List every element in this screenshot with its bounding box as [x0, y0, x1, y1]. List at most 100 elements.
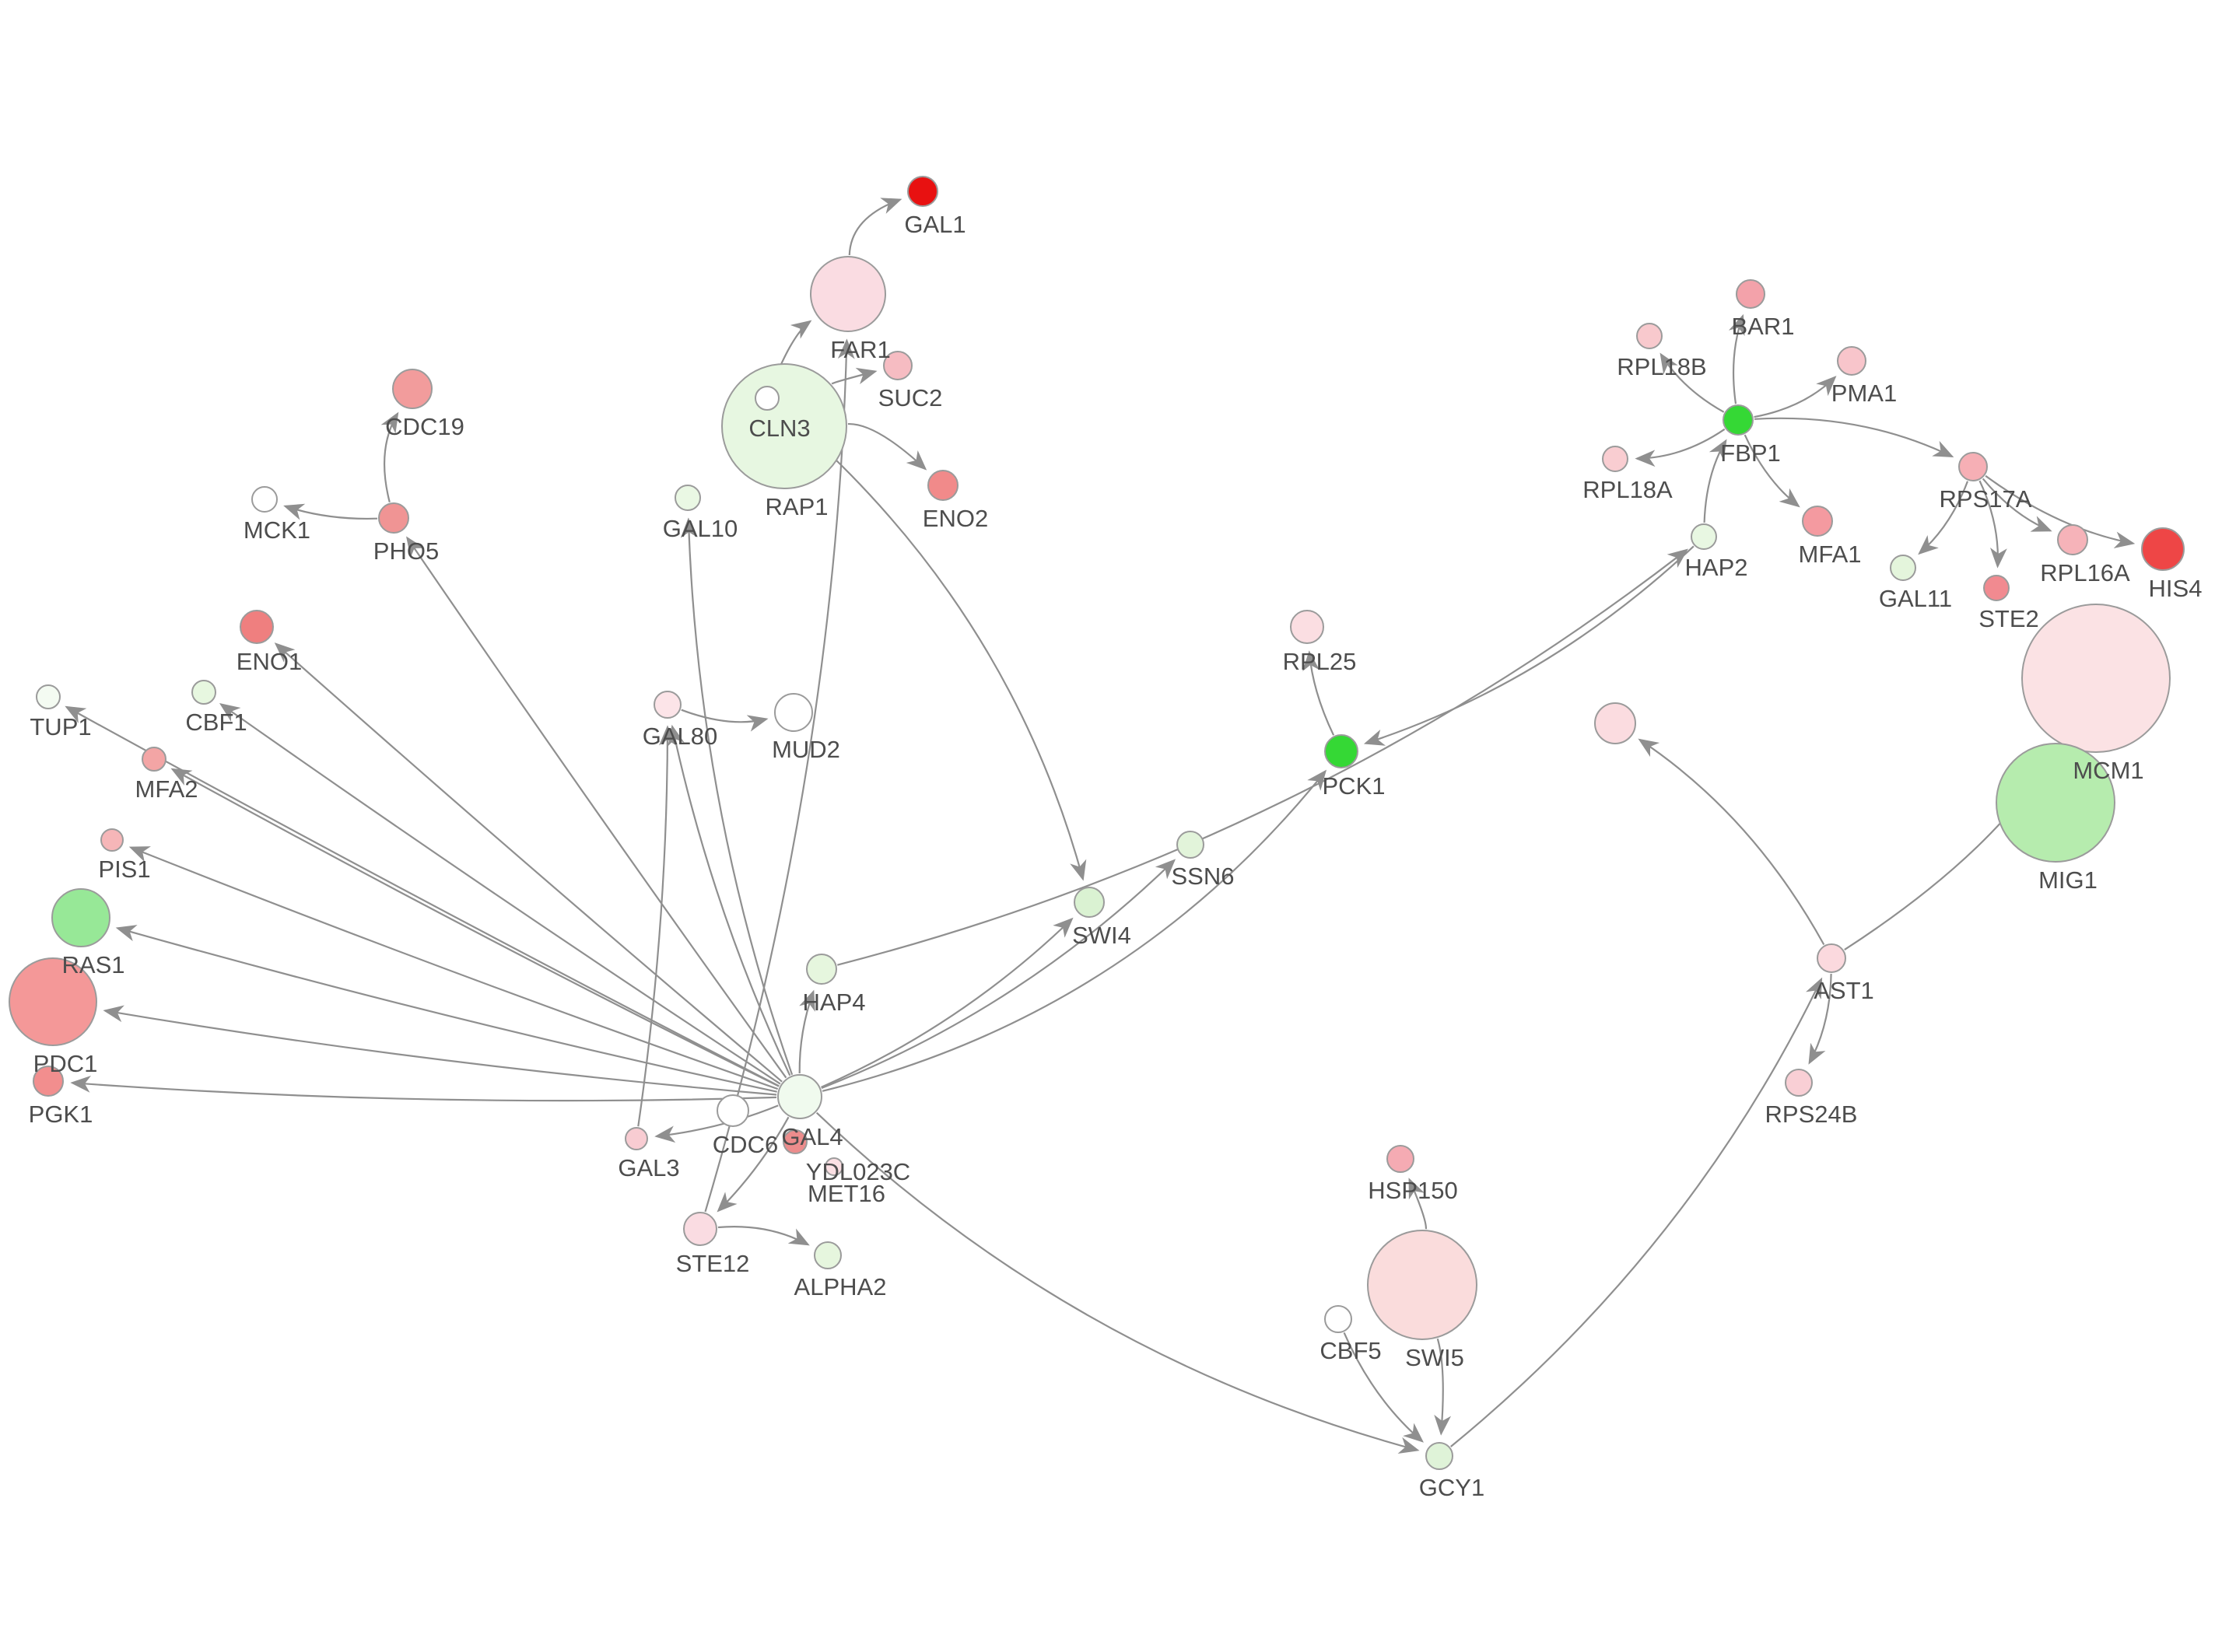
node-rap1[interactable] — [721, 363, 847, 489]
node-ste2[interactable] — [1983, 575, 2010, 601]
node-mud2[interactable] — [774, 693, 813, 732]
node-tup1[interactable] — [36, 684, 61, 709]
node-cbf5[interactable] — [1324, 1305, 1352, 1333]
node-gcy1[interactable] — [1425, 1442, 1453, 1470]
edge-GAL4-PGK1[interactable] — [70, 1076, 777, 1102]
edge-FBP1-MFA1[interactable] — [1744, 434, 1800, 508]
edge-HAP2-PCK1[interactable] — [1363, 545, 1695, 746]
node-mck1[interactable] — [251, 486, 278, 513]
node-gal11[interactable] — [1890, 555, 1916, 581]
node-pck1[interactable] — [1324, 734, 1358, 768]
edge-PCK1-RPL25[interactable] — [1302, 650, 1335, 736]
edge-RPS17A-STE2[interactable] — [1978, 480, 2007, 569]
node-hap2[interactable] — [1691, 523, 1717, 550]
node-rps17a[interactable] — [1958, 452, 1988, 481]
node-ydl023c[interactable] — [783, 1129, 808, 1154]
node-ras1[interactable] — [51, 888, 110, 947]
edge-GAL4-GCY1[interactable] — [815, 1111, 1420, 1454]
node-mig1[interactable] — [1996, 743, 2115, 863]
edge-GAL4-HAP4[interactable] — [798, 989, 815, 1074]
node-cdc6[interactable] — [717, 1094, 749, 1127]
node-swi4[interactable] — [1074, 887, 1105, 918]
node-mcm1[interactable] — [2021, 604, 2171, 753]
edge-GAL4-PIS1[interactable] — [128, 846, 779, 1090]
edge-GAL4-ENO1[interactable] — [274, 642, 783, 1083]
edge-RPS17A-GAL11[interactable] — [1918, 481, 1969, 555]
edge-GAL4-SWI4[interactable] — [821, 917, 1074, 1088]
node-unnamed1[interactable] — [1594, 702, 1636, 744]
edge-AST1-RPS24B[interactable] — [1808, 973, 1832, 1065]
node-pdc1[interactable] — [9, 957, 97, 1046]
node-pis1[interactable] — [100, 828, 124, 852]
edge-GAL4-CBF1[interactable] — [219, 703, 781, 1085]
node-rps24b[interactable] — [1785, 1069, 1813, 1097]
edge-CBF5-GCY1[interactable] — [1343, 1332, 1424, 1443]
node-met16[interactable] — [825, 1157, 843, 1176]
edge-FBP1-RPL18B[interactable] — [1659, 352, 1725, 413]
node-ssn6[interactable] — [1176, 831, 1204, 859]
edge-GAL4-PHO5[interactable] — [406, 536, 787, 1079]
edge-GAL4-GAL10[interactable] — [680, 517, 794, 1076]
node-rpl18b[interactable] — [1636, 323, 1663, 349]
node-rpl16a[interactable] — [2057, 524, 2088, 555]
node-hap4[interactable] — [806, 954, 837, 985]
edge-STE12-FAR1[interactable] — [704, 338, 855, 1213]
edge-GAL4-GAL80[interactable] — [668, 724, 791, 1076]
edge-RAP1-SUC2[interactable] — [831, 367, 878, 385]
node-hsp150[interactable] — [1386, 1145, 1414, 1173]
node-fbp1[interactable] — [1723, 404, 1754, 436]
node-pma1[interactable] — [1837, 346, 1866, 376]
node-gal10[interactable] — [675, 485, 701, 511]
edge-CLN3-SWI4[interactable] — [776, 406, 1087, 881]
node-bar1[interactable] — [1736, 279, 1765, 309]
edge-RPS17A-HIS4[interactable] — [1985, 474, 2136, 549]
edge-GAL4-SSN6[interactable] — [821, 859, 1176, 1090]
edge-FBP1-RPS17A[interactable] — [1754, 417, 1954, 458]
node-pgk1[interactable] — [33, 1066, 64, 1097]
edge-GAL3-GAL80[interactable] — [637, 725, 676, 1127]
edge-RPS17A-RPL16A[interactable] — [1982, 478, 2052, 532]
edge-GCY1-AST1[interactable] — [1450, 977, 1823, 1447]
edge-AST1-UNNAMED1[interactable] — [1638, 738, 1825, 946]
node-alpha2[interactable] — [814, 1241, 842, 1269]
node-mfa2[interactable] — [142, 747, 166, 772]
node-gal1[interactable] — [907, 176, 938, 207]
edge-GAL4-PCK1[interactable] — [822, 769, 1327, 1092]
node-gal4[interactable] — [777, 1074, 822, 1119]
node-far1[interactable] — [810, 256, 886, 332]
edge-FBP1-PMA1[interactable] — [1754, 376, 1837, 418]
edge-GAL4-STE12[interactable] — [717, 1116, 790, 1213]
edge-PHO5-CDC19[interactable] — [380, 411, 399, 502]
node-mfa1[interactable] — [1802, 506, 1833, 537]
edge-SWI5-HSP150[interactable] — [1408, 1178, 1428, 1230]
node-swi5[interactable] — [1367, 1230, 1477, 1340]
node-suc2[interactable] — [883, 351, 913, 380]
node-gal80[interactable] — [654, 691, 682, 719]
edge-SWI5-GCY1[interactable] — [1434, 1338, 1452, 1436]
edge-GAL80-MUD2[interactable] — [681, 709, 769, 732]
edge-FBP1-RPL18A[interactable] — [1635, 428, 1726, 467]
edge-GAL4-PDC1[interactable] — [103, 1005, 777, 1096]
node-gal3[interactable] — [625, 1127, 648, 1150]
node-eno1[interactable] — [240, 610, 274, 644]
edge-RAP1-ENO2[interactable] — [847, 422, 927, 471]
edge-FBP1-BAR1[interactable] — [1728, 313, 1745, 404]
node-cbf1[interactable] — [191, 680, 216, 705]
edge-GAL4-MFA2[interactable] — [170, 768, 780, 1087]
node-pho5[interactable] — [378, 502, 409, 534]
edge-PHO5-MCK1[interactable] — [283, 503, 378, 520]
node-his4[interactable] — [2141, 527, 2185, 571]
edge-FAR1-GAL1[interactable] — [848, 198, 902, 256]
edge-GAL4-RAS1[interactable] — [115, 925, 777, 1093]
node-rpl25[interactable] — [1290, 610, 1324, 644]
edge-STE12-ALPHA2[interactable] — [717, 1225, 810, 1246]
node-ast1[interactable] — [1817, 943, 1846, 973]
node-rpl18a[interactable] — [1602, 446, 1628, 472]
node-cdc19[interactable] — [392, 369, 433, 409]
node-cln3[interactable] — [755, 386, 780, 411]
edge-GAL4-GAL3[interactable] — [654, 1104, 779, 1143]
edge-HAP2-FBP1[interactable] — [1703, 439, 1727, 523]
edge-HAP4-HAP2[interactable] — [837, 548, 1688, 966]
node-eno2[interactable] — [927, 470, 959, 501]
edge-GAL4-TUP1[interactable] — [65, 705, 780, 1087]
